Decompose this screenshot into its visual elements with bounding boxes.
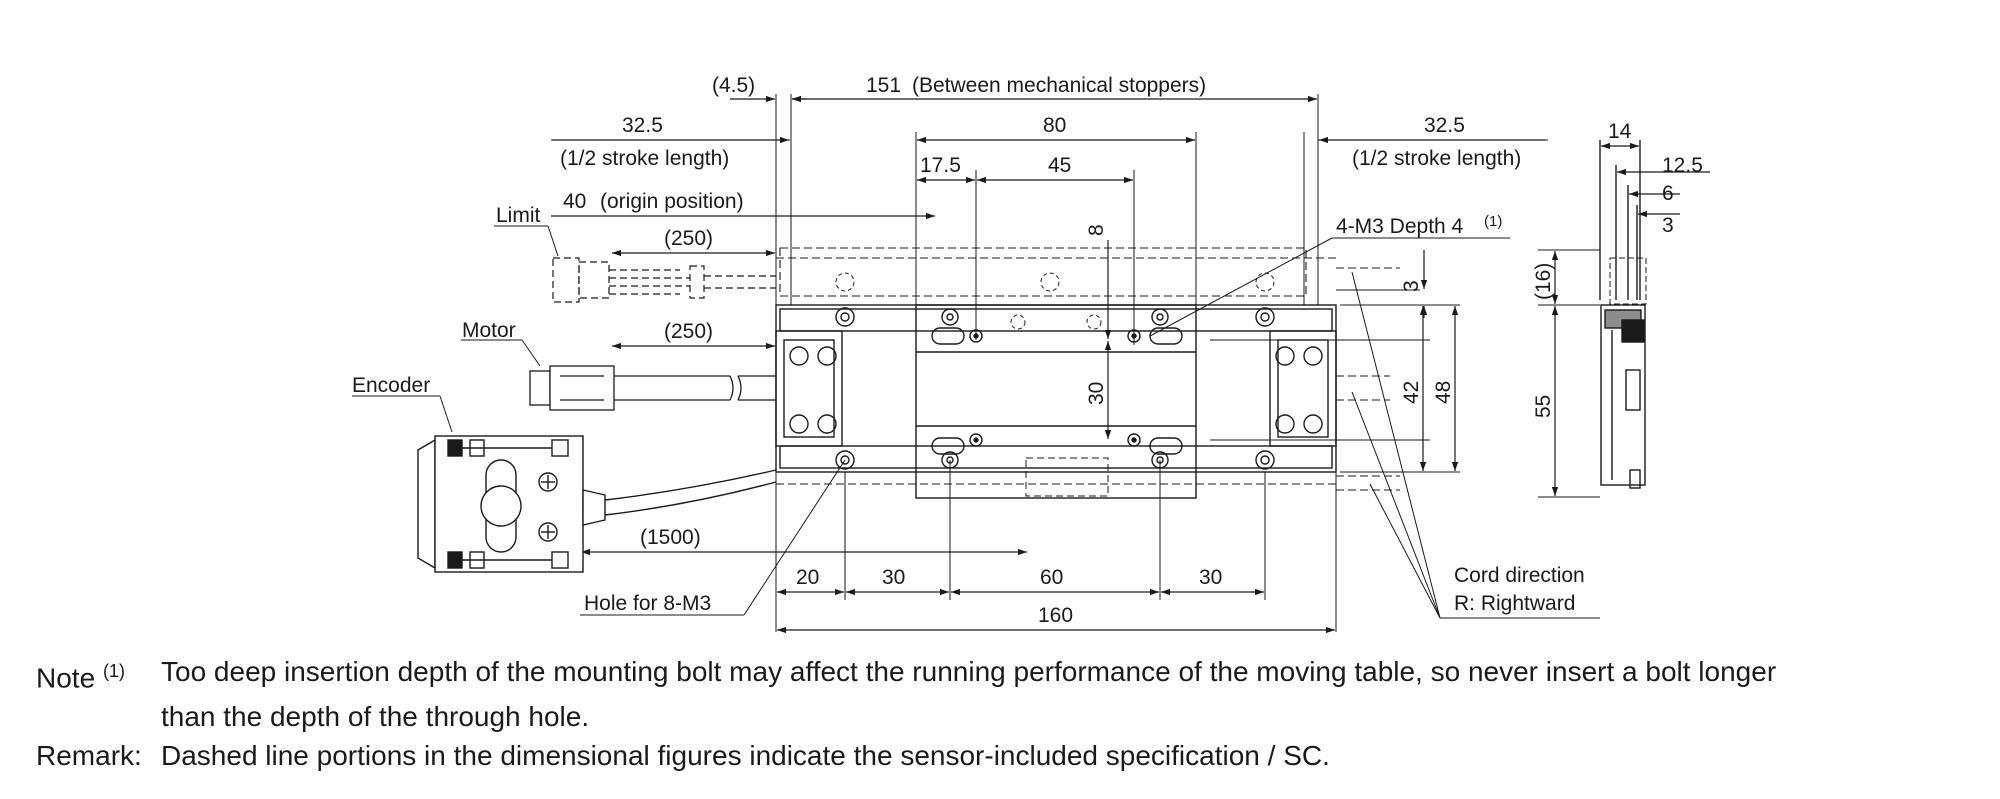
label-motor: Motor <box>462 319 516 342</box>
dim-42: 42 <box>1400 381 1423 404</box>
side-dim-6: 6 <box>1662 182 1674 205</box>
note-ref: (1) <box>102 661 125 681</box>
note-line-1: Too deep insertion depth of the mounting… <box>161 656 1777 687</box>
label-cord-rightward: R: Rightward <box>1454 592 1575 615</box>
dim-20: 20 <box>796 566 819 589</box>
side-dim-16: (16) <box>1532 263 1555 300</box>
note-line-2-row: than the depth of the through hole. <box>36 697 1976 736</box>
note-line-2: than the depth of the through hole. <box>161 701 590 733</box>
side-dim-55: 55 <box>1532 395 1555 418</box>
dim-45: 45 <box>1048 154 1071 177</box>
actuator-top-view <box>775 247 1400 499</box>
dim-250-motor: (250) <box>664 320 713 343</box>
encoder-connector <box>417 435 777 573</box>
notes-block: Note (1) Too deep insertion depth of the… <box>36 652 1976 775</box>
remark-text: Dashed line portions in the dimensional … <box>161 740 1330 772</box>
actuator-side-view <box>1538 140 1710 498</box>
label-tapped-holes-ref: (1) <box>1484 213 1502 230</box>
dim-151: 151 <box>866 74 901 97</box>
dim-160: 160 <box>1038 604 1073 627</box>
label-encoder: Encoder <box>352 374 430 397</box>
side-dim-12-5: 12.5 <box>1662 154 1703 177</box>
note-row: Note (1) Too deep insertion depth of the… <box>36 652 1976 697</box>
dim-32-5-left-note: (1/2 stroke length) <box>560 147 729 170</box>
dimension-texts: (4.5) 151 (Between mechanical stoppers) … <box>560 74 1703 627</box>
dim-40: 40 <box>563 190 586 213</box>
side-dim-14: 14 <box>1608 120 1632 143</box>
dim-4-5: (4.5) <box>712 74 755 97</box>
dim-32-5-left: 32.5 <box>622 114 663 137</box>
dim-151-note: (Between mechanical stoppers) <box>912 74 1206 97</box>
motor-connector <box>529 365 776 411</box>
dim-60: 60 <box>1040 566 1063 589</box>
dim-30-vertical: 30 <box>1085 382 1108 405</box>
side-dim-3: 3 <box>1662 214 1674 237</box>
dimension-lines <box>551 95 1546 634</box>
leader-lines <box>352 225 1600 619</box>
dim-30-a: 30 <box>882 566 905 589</box>
label-hole-for: Hole for 8-M3 <box>584 592 711 615</box>
dim-17-5: 17.5 <box>920 154 961 177</box>
label-cord-direction: Cord direction <box>1454 564 1585 587</box>
dim-30-b: 30 <box>1199 566 1222 589</box>
dim-32-5-right-note: (1/2 stroke length) <box>1352 147 1521 170</box>
limit-connector <box>552 257 776 303</box>
dim-1500: (1500) <box>640 526 701 549</box>
dim-32-5-right: 32.5 <box>1424 114 1465 137</box>
dim-3-right: 3 <box>1400 280 1423 292</box>
dim-48: 48 <box>1432 381 1455 404</box>
dimensional-drawing: (4.5) 151 (Between mechanical stoppers) … <box>352 74 1710 634</box>
component-labels: Limit Motor Encoder 4-M3 Depth 4 (1) Hol… <box>352 204 1585 615</box>
note-lead: Note (1) <box>36 661 125 694</box>
dim-8: 8 <box>1085 224 1108 236</box>
dim-250-limit: (250) <box>664 227 713 250</box>
remark-lead: Remark: <box>36 740 142 772</box>
dim-80: 80 <box>1043 114 1066 137</box>
dim-40-note: (origin position) <box>600 190 744 213</box>
label-tapped-holes: 4-M3 Depth 4 <box>1336 215 1464 238</box>
remark-row: Remark: Dashed line portions in the dime… <box>36 736 1976 775</box>
label-limit: Limit <box>496 204 541 227</box>
